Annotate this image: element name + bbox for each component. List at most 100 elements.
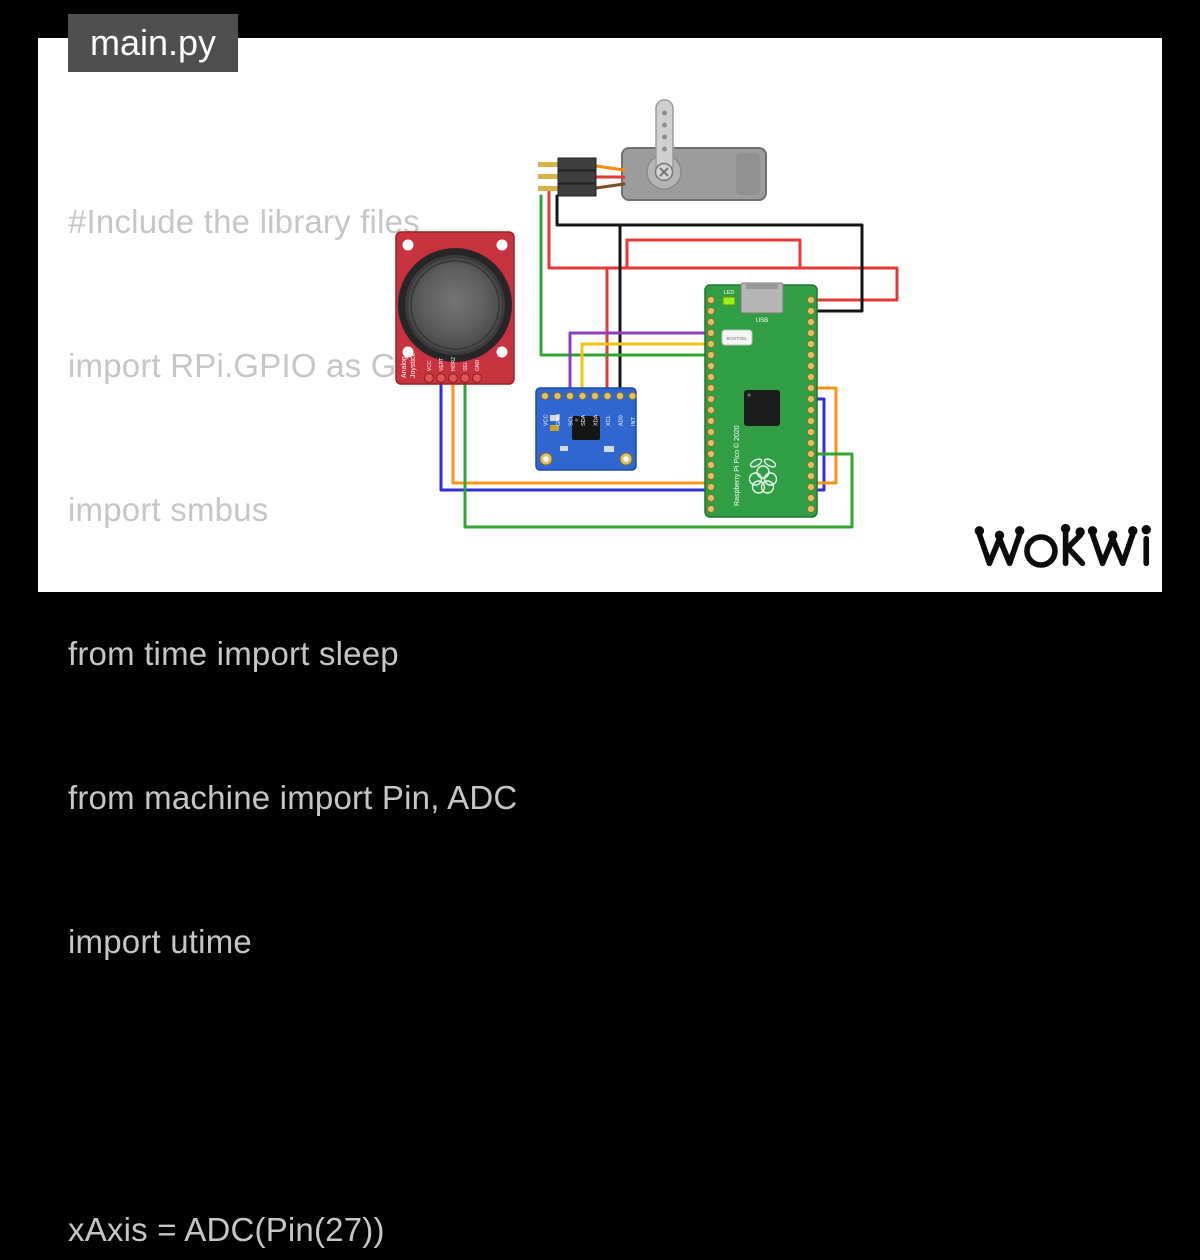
connector-sleeve	[557, 170, 597, 184]
pico-pin[interactable]	[806, 361, 816, 371]
pico-pin[interactable]	[806, 460, 816, 470]
pico-pin[interactable]	[806, 394, 816, 404]
wokwi-logo	[974, 523, 1151, 568]
pico-pin[interactable]	[706, 427, 716, 437]
mpu-pin[interactable]	[540, 391, 550, 401]
joystick-pin[interactable]	[436, 373, 446, 383]
wire-servo-signal[interactable]	[539, 194, 712, 357]
pico-pin[interactable]	[806, 339, 816, 349]
bootsel-label: BOOTSEL	[726, 336, 748, 341]
pico-pin[interactable]	[806, 317, 816, 327]
pico-pin[interactable]	[806, 295, 816, 305]
raspberry-pi-pico[interactable]: LED USB BOOTSEL Raspberry Pi Pico © 2020	[704, 282, 818, 518]
pico-pin[interactable]	[806, 504, 816, 514]
usb-label: USB	[756, 318, 768, 324]
wire-mpu-scl[interactable]	[568, 331, 712, 395]
wire-joystick-horz[interactable]	[451, 378, 838, 485]
pico-pin[interactable]	[706, 493, 716, 503]
rp2040-chip	[744, 390, 780, 426]
pico-pin[interactable]	[706, 317, 716, 327]
mpu-pin-label: SDA	[581, 414, 587, 426]
mpu-pin[interactable]	[565, 391, 575, 401]
mpu-pin-label: XCL	[606, 415, 612, 426]
pico-pin[interactable]	[706, 449, 716, 459]
code-line: import smbus	[68, 491, 269, 528]
joystick-pin[interactable]	[448, 373, 458, 383]
wire-joystick-vert[interactable]	[439, 378, 826, 492]
mpu6050-module[interactable]: VCC GND SCL SDA XDA XCL AD0 INT	[535, 387, 637, 471]
connector-sleeve	[557, 157, 597, 171]
pico-pin[interactable]	[806, 427, 816, 437]
pico-pin[interactable]	[806, 493, 816, 503]
pico-pin[interactable]	[806, 471, 816, 481]
pico-pin[interactable]	[806, 449, 816, 459]
smd-component	[550, 425, 559, 431]
wire-mpu-sda[interactable]	[580, 342, 712, 395]
servo-motor[interactable]	[538, 99, 767, 201]
pico-pin[interactable]	[706, 295, 716, 305]
joystick-pin[interactable]	[424, 373, 434, 383]
pico-pin[interactable]	[806, 372, 816, 382]
mpu-pin[interactable]	[603, 391, 612, 401]
pico-pin[interactable]	[706, 328, 716, 338]
smd-component	[550, 415, 559, 421]
code-line: #Include the library files	[68, 203, 420, 240]
joystick-pin[interactable]	[460, 373, 470, 383]
wire-red-loop[interactable]	[625, 238, 802, 270]
mount-hole	[496, 346, 508, 358]
wires-layer	[439, 190, 899, 529]
pico-pin[interactable]	[706, 504, 716, 514]
knob-highlight	[408, 258, 502, 352]
mpu-pin[interactable]	[553, 391, 562, 401]
led-label: LED	[724, 290, 735, 296]
connector-pin	[538, 174, 560, 179]
mpu-pin[interactable]	[578, 391, 587, 401]
pico-pin[interactable]	[806, 328, 816, 338]
pico-pin[interactable]	[806, 482, 816, 492]
pico-pin[interactable]	[706, 383, 716, 393]
logo-letter-o	[1024, 534, 1058, 568]
pico-pin[interactable]	[706, 416, 716, 426]
pico-pin[interactable]	[706, 394, 716, 404]
pico-pin[interactable]	[706, 471, 716, 481]
mpu-pin[interactable]	[628, 391, 637, 401]
mpu-pin-label: XDA	[594, 414, 600, 426]
mpu-pin-label: GND	[556, 414, 562, 426]
joystick-pin[interactable]	[472, 373, 482, 383]
pico-pin[interactable]	[706, 361, 716, 371]
pico-pin[interactable]	[806, 306, 816, 316]
pico-pin[interactable]	[806, 383, 816, 393]
bootsel-button[interactable]	[721, 329, 753, 346]
pico-pin[interactable]	[806, 416, 816, 426]
pico-pin[interactable]	[706, 339, 716, 349]
joystick-silk-line1: Analog	[401, 356, 408, 378]
joystick-module[interactable]: Analog Joystick VCC VERT HORZ SEL GND	[395, 231, 515, 385]
pico-pin[interactable]	[706, 350, 716, 360]
pico-pin[interactable]	[706, 306, 716, 316]
pico-pin[interactable]	[806, 350, 816, 360]
connector-sleeve	[557, 183, 597, 197]
smd-component	[604, 446, 614, 452]
pico-pin[interactable]	[706, 438, 716, 448]
pico-silk-text: Raspberry Pi Pico © 2020	[733, 425, 741, 506]
pico-pin[interactable]	[706, 460, 716, 470]
mpu-pin[interactable]	[590, 391, 600, 401]
wire-servo-gnd[interactable]	[555, 194, 864, 313]
joystick-knob[interactable]	[412, 262, 498, 348]
wire-servo-5v[interactable]	[547, 190, 899, 302]
pico-pin[interactable]	[706, 405, 716, 415]
pico-pin[interactable]	[806, 405, 816, 415]
pico-pin[interactable]	[706, 482, 716, 492]
mpu-pins	[540, 391, 637, 401]
joystick-pads	[424, 373, 482, 383]
smd-component	[560, 446, 568, 451]
mount-hole	[402, 346, 414, 358]
mount-hole	[402, 239, 414, 251]
mount-hole-center	[623, 456, 629, 462]
servo-connector[interactable]	[538, 157, 597, 197]
pico-pin[interactable]	[806, 438, 816, 448]
mpu-pin[interactable]	[615, 391, 625, 401]
wire-joystick-sel[interactable]	[463, 378, 854, 529]
pico-pin[interactable]	[706, 372, 716, 382]
mpu-pin-label: INT	[631, 417, 637, 427]
